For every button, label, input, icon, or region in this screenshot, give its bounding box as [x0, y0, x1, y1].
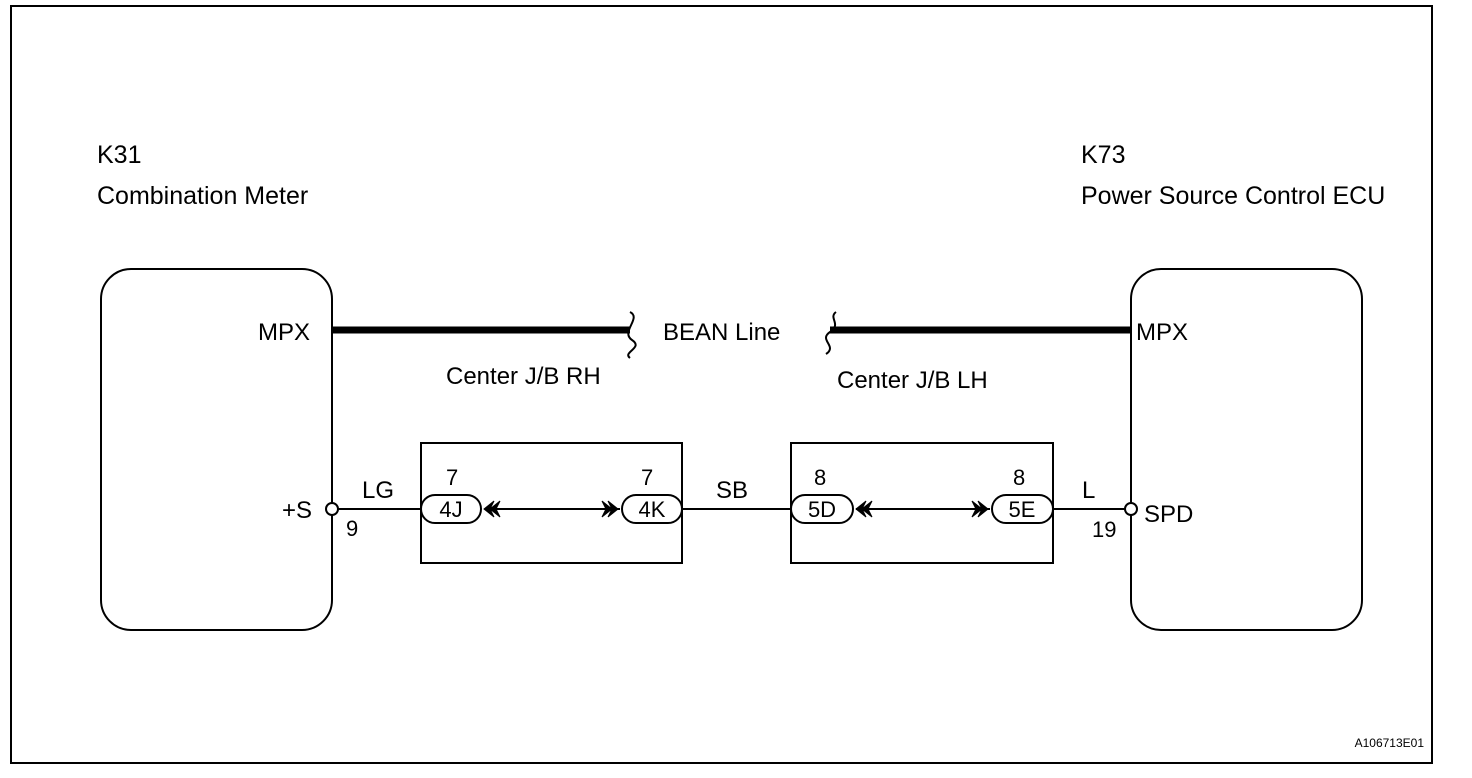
combination-meter-box [100, 268, 333, 631]
bean-line-right-break [825, 311, 837, 355]
left-component-name: Combination Meter [97, 182, 308, 210]
wire-color-l: L [1082, 477, 1095, 504]
junction-block-lh [790, 442, 1054, 564]
connector-5d [790, 494, 854, 524]
bean-line-left-break [627, 311, 637, 359]
left-speed-pin: 9 [346, 516, 358, 541]
figure-id: A106713E01 [1355, 736, 1425, 750]
right-speed-pin: 19 [1092, 517, 1116, 542]
connector-4j-arrow [483, 500, 501, 518]
connector-5e-label: 5E [1009, 497, 1036, 522]
wire-color-lg: LG [362, 477, 394, 504]
center-jb-lh-label: Center J/B LH [837, 367, 988, 394]
speed-terminal-left [325, 502, 339, 516]
connector-4j-label: 4J [439, 497, 462, 522]
connector-4j-pin: 7 [446, 465, 458, 490]
connector-4k-pin: 7 [641, 465, 653, 490]
connector-5e-pin: 8 [1013, 465, 1025, 490]
junction-block-rh [420, 442, 683, 564]
bean-line-label: BEAN Line [663, 319, 780, 346]
connector-5e-arrow [971, 500, 989, 518]
diagram-frame [10, 5, 1433, 764]
right-component-name: Power Source Control ECU [1081, 182, 1385, 210]
left-speed-terminal: +S [282, 497, 312, 524]
right-mpx-terminal: MPX [1136, 319, 1188, 346]
wire-color-sb: SB [716, 477, 748, 504]
right-component-code: K73 [1081, 141, 1125, 169]
right-speed-terminal: SPD [1144, 501, 1193, 528]
center-jb-rh-label: Center J/B RH [446, 363, 601, 390]
connector-4j [420, 494, 482, 524]
power-source-ecu-box [1130, 268, 1363, 631]
connector-4k [621, 494, 683, 524]
connector-4k-label: 4K [639, 497, 666, 522]
connector-4k-arrow [601, 500, 619, 518]
connector-5d-pin: 8 [814, 465, 826, 490]
left-component-code: K31 [97, 141, 141, 169]
connector-5d-label: 5D [808, 497, 836, 522]
left-mpx-terminal: MPX [258, 319, 310, 346]
speed-terminal-right [1124, 502, 1138, 516]
connector-5d-arrow [855, 500, 873, 518]
connector-5e [991, 494, 1054, 524]
